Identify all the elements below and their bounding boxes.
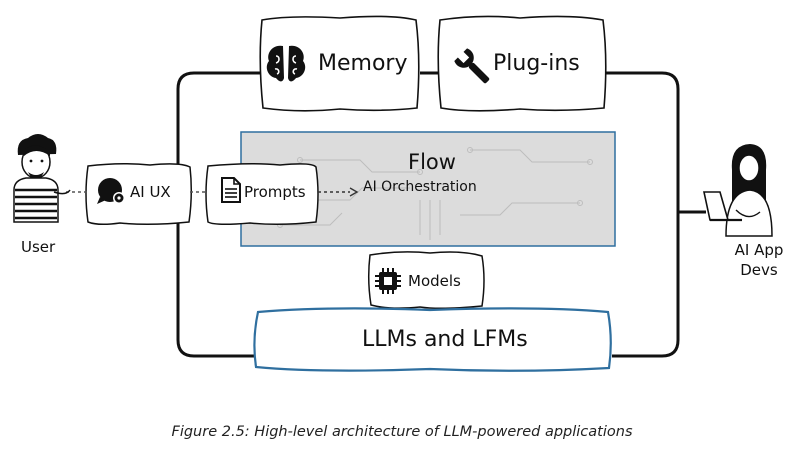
memory-label: Memory (318, 51, 408, 76)
circuit-pattern (277, 147, 593, 240)
plugins-label: Plug-ins (493, 51, 580, 76)
models-box (367, 251, 485, 310)
devs-label-line2: Devs (740, 261, 778, 279)
flow-title: Flow (408, 150, 456, 174)
diagram-canvas (13, 15, 773, 372)
chip-icon (375, 268, 401, 294)
llms-box (253, 307, 612, 372)
figure-caption: Figure 2.5: High-level architecture of L… (171, 424, 633, 440)
flow-subtitle: AI Orchestration (363, 179, 477, 195)
connector-loop-right (605, 71, 680, 358)
models-label: Models (408, 272, 461, 290)
developer-illustration (703, 144, 773, 237)
prompts-label: Prompts (244, 183, 306, 201)
wrench-icon (454, 48, 490, 84)
document-icon (221, 177, 241, 203)
architecture-diagram: Memory Plug-ins Flow AI Orchestration AI… (13, 15, 784, 372)
memory-box (259, 15, 420, 112)
arrowhead-icon (349, 187, 359, 197)
chat-gear-icon (97, 178, 125, 204)
llms-label: LLMs and LFMs (362, 327, 528, 352)
plugins-box (437, 15, 607, 112)
ai-ux-label: AI UX (130, 183, 171, 201)
user-label: User (21, 238, 56, 256)
devs-label-line1: AI App (734, 241, 784, 259)
user-illustration (13, 134, 71, 223)
brain-icon (266, 45, 306, 82)
